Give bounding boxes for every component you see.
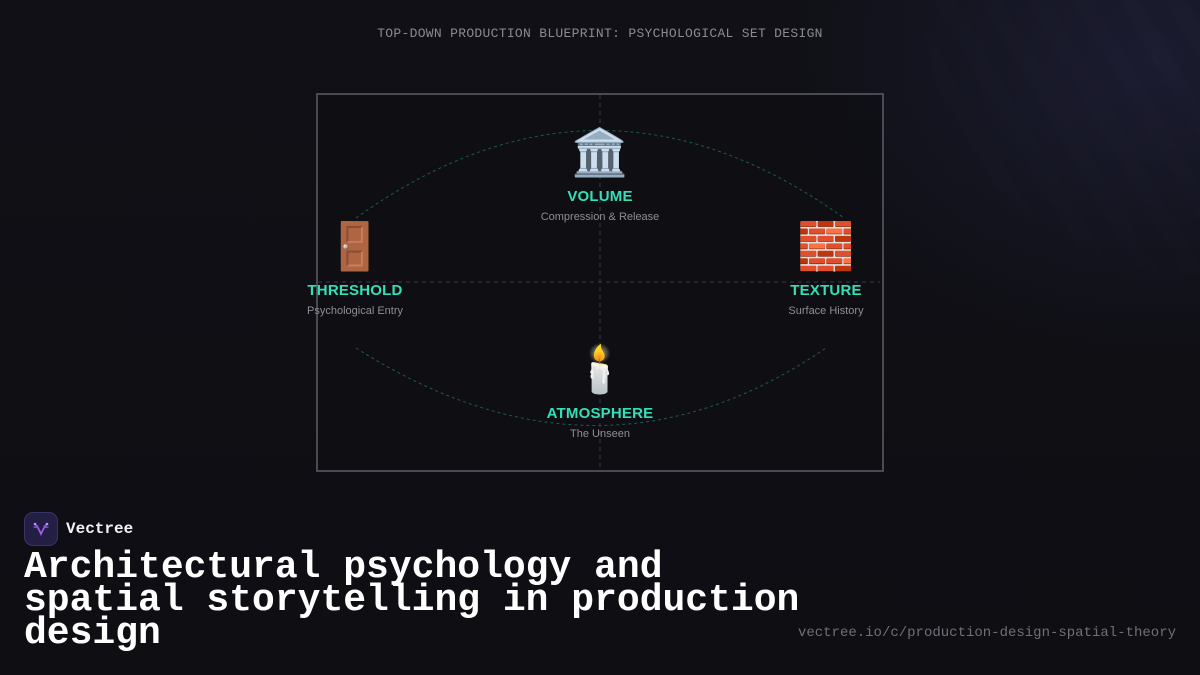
node-threshold: 🚪 THRESHOLD Psychological Entry bbox=[265, 218, 445, 317]
classical-building-icon: 🏛️ bbox=[571, 125, 629, 179]
brand[interactable]: Vectree bbox=[24, 512, 133, 546]
blueprint-guides bbox=[318, 95, 880, 467]
node-subtitle: Psychological Entry bbox=[307, 305, 403, 317]
door-icon: 🚪 bbox=[326, 219, 384, 273]
lower-arc bbox=[355, 347, 827, 426]
node-texture: 🧱 TEXTURE Surface History bbox=[736, 218, 916, 317]
node-subtitle: Surface History bbox=[788, 305, 864, 317]
node-label: THRESHOLD bbox=[307, 282, 403, 299]
node-label: VOLUME bbox=[567, 188, 633, 205]
brick-icon: 🧱 bbox=[797, 219, 855, 273]
node-label: ATMOSPHERE bbox=[546, 405, 654, 422]
brand-name: Vectree bbox=[66, 520, 134, 538]
page-headline: Architectural psychology and spatial sto… bbox=[24, 546, 800, 655]
node-subtitle: Compression & Release bbox=[540, 211, 660, 223]
tree-mark-icon bbox=[33, 522, 49, 537]
candle-icon: 🕯️ bbox=[571, 342, 629, 396]
blueprint-title: TOP-DOWN PRODUCTION BLUEPRINT: PSYCHOLOG… bbox=[377, 26, 823, 41]
upper-arc bbox=[355, 130, 845, 219]
node-volume: 🏛️ VOLUME Compression & Release bbox=[510, 124, 690, 223]
course-url-link[interactable]: vectree.io/c/production-design-spatial-t… bbox=[797, 625, 1176, 641]
node-subtitle: The Unseen bbox=[570, 428, 630, 440]
node-atmosphere: 🕯️ ATMOSPHERE The Unseen bbox=[510, 341, 690, 440]
node-label: TEXTURE bbox=[790, 282, 862, 299]
vectree-logo-icon bbox=[24, 512, 58, 546]
